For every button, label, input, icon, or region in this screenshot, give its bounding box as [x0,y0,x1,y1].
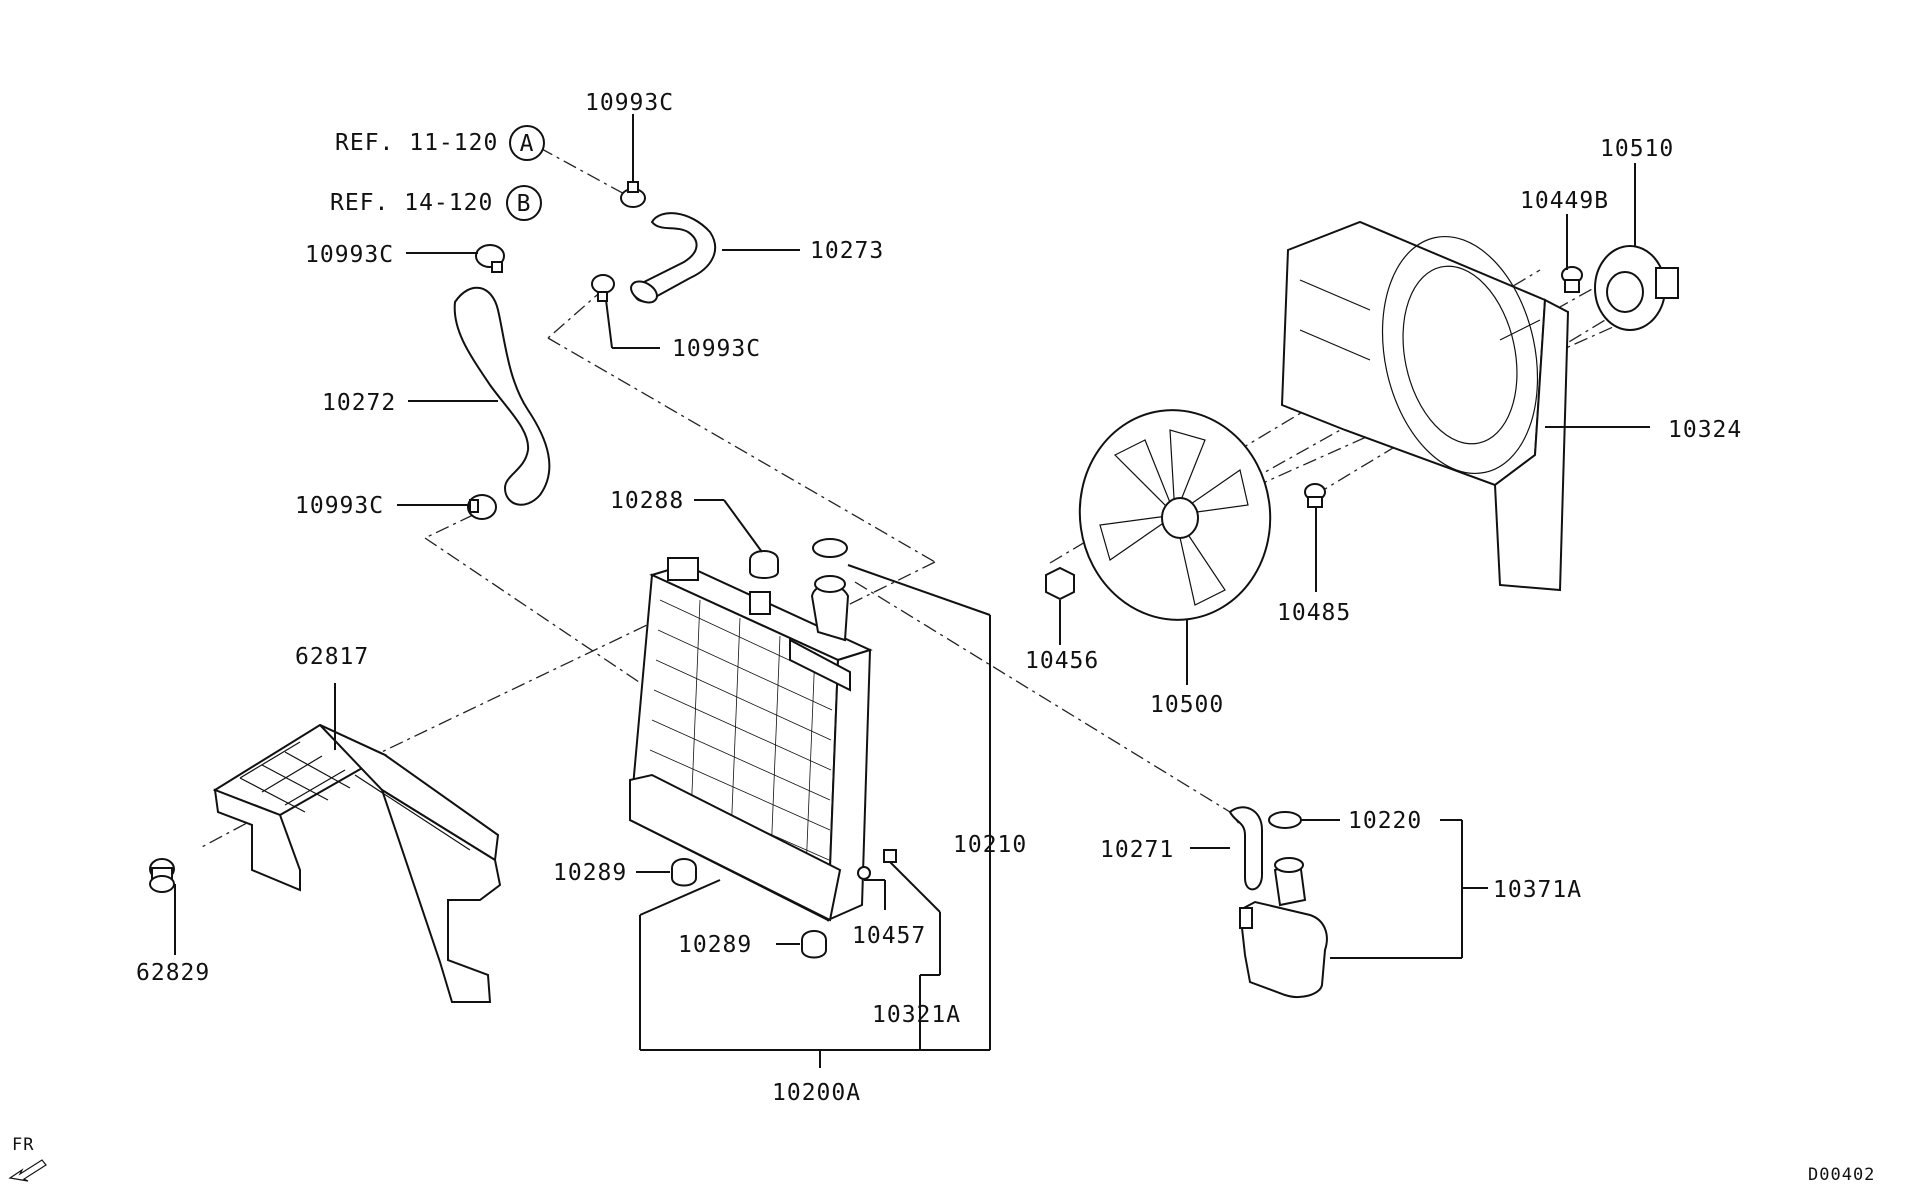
radiator-assembly [628,557,873,922]
part-label-10993c-left: 10993C [305,242,394,268]
part-label-10271: 10271 [1100,837,1174,863]
part-label-10289-a: 10289 [553,860,627,886]
svg-text:FR: FR [12,1135,34,1155]
diagram-code: D00402 [1808,1165,1875,1185]
part-label-10485: 10485 [1277,600,1351,626]
part-label-10272: 10272 [322,390,396,416]
cooling-fan [1078,409,1272,621]
part-label-10220: 10220 [1348,808,1422,834]
part-label-10993c-mid: 10993C [672,336,761,362]
hose-clamp-low [467,494,497,520]
overflow-hose [1228,806,1263,891]
part-label-10324: 10324 [1668,417,1742,443]
ref-label-a: REF. 11-120 [335,130,498,156]
radiator-cap [812,538,848,558]
shroud-bolt [1304,483,1326,508]
svg-text:B: B [517,191,532,217]
part-label-10510: 10510 [1600,136,1674,162]
motor-bolt [1561,266,1583,293]
arrow-icon [8,1159,47,1182]
part-label-10321a: 10321A [872,1002,961,1028]
upper-radiator-hose [630,212,717,304]
part-label-10273: 10273 [810,238,884,264]
front-direction-marker: FR [8,1135,47,1182]
part-label-10457: 10457 [852,923,926,949]
fan-nut [1045,566,1075,601]
radiator-support-bracket [212,723,502,1003]
part-label-10371a: 10371A [1493,877,1582,903]
hose-clamp-left [475,244,505,273]
reference-circle-a: A [509,125,545,161]
part-label-10289-b: 10289 [678,932,752,958]
radiator-mount-cushion-low-a [671,858,697,887]
part-label-62817: 62817 [295,644,369,670]
radiator-mount-cushion-low-b [801,930,827,959]
fan-motor [1594,245,1679,331]
hose-clamp-top [620,181,646,208]
part-label-10500: 10500 [1150,692,1224,718]
part-label-10449b: 10449B [1520,188,1609,214]
part-label-10993c-top: 10993C [585,90,674,116]
radiator-mount-cushion-top [749,550,779,579]
part-label-10210: 10210 [953,832,1027,858]
part-label-10200a: 10200A [772,1080,861,1106]
leader-lines [174,114,1650,1068]
svg-text:A: A [520,131,535,157]
part-label-10456: 10456 [1025,648,1099,674]
reserve-tank-cap [1268,811,1302,829]
part-label-62829: 62829 [136,960,210,986]
hose-clamp-mid [591,274,615,302]
reference-circle-b: B [506,185,542,221]
ref-label-b: REF. 14-120 [330,190,493,216]
fan-shroud [1280,220,1570,592]
lower-radiator-hose [453,286,551,506]
part-label-10288: 10288 [610,488,684,514]
part-label-10993c-low: 10993C [295,493,384,519]
reserve-tank [1238,857,1328,998]
clip-fastener [149,858,175,893]
